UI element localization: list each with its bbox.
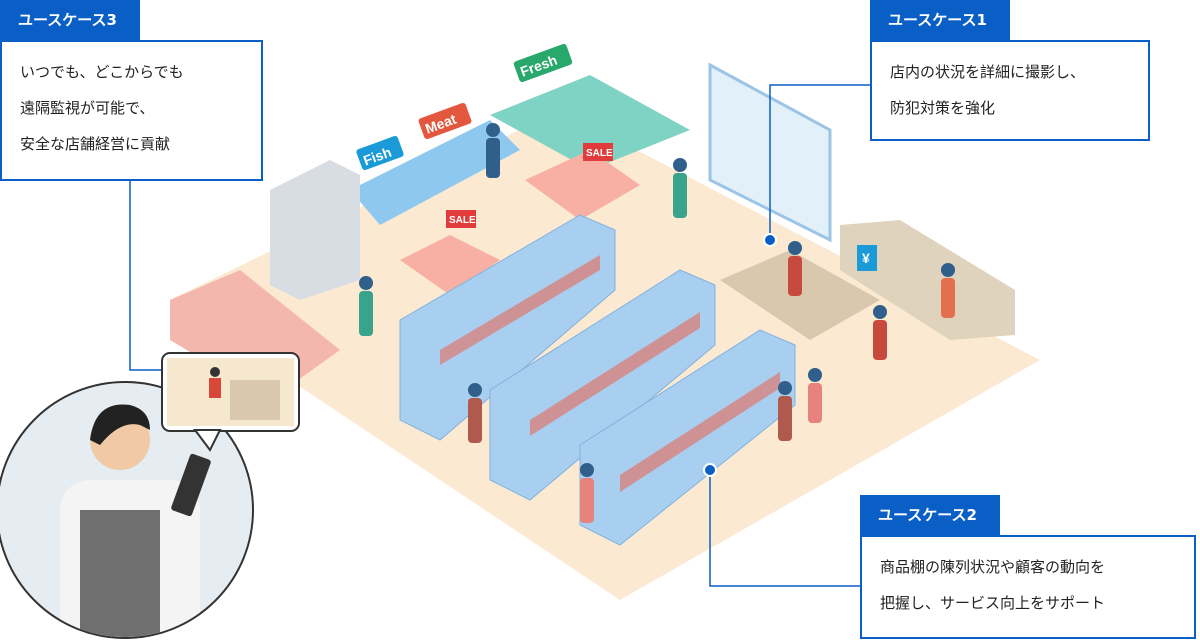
yen-sign: ¥ — [857, 245, 877, 271]
camera-point-1 — [763, 233, 777, 247]
use-case-1-tag: ユースケース1 — [870, 0, 1010, 40]
monitor-speech-bubble — [161, 352, 300, 452]
use-case-1-box: 店内の状況を詳細に撮影し、 防犯対策を強化 — [870, 40, 1150, 141]
use-case-2-line: 商品棚の陳列状況や顧客の動向を — [880, 558, 1106, 576]
svg-text:SALE: SALE — [449, 215, 476, 226]
sale-table — [525, 150, 640, 220]
checkout-counter — [840, 220, 1015, 340]
sale-sign-2: SALE — [446, 210, 476, 228]
svg-text:SALE: SALE — [586, 148, 613, 159]
camera-point-2 — [703, 463, 717, 477]
fresh-counter — [490, 75, 690, 170]
shelf-1 — [399, 214, 616, 441]
use-case-1-line: 防犯対策を強化 — [890, 99, 996, 117]
connector-lines — [129, 84, 870, 587]
use-case-3-line: 遠隔監視が可能で、 — [20, 99, 155, 117]
tablet-icon — [171, 453, 211, 517]
use-case-2-box: 商品棚の陳列状況や顧客の動向を 把握し、サービス向上をサポート — [860, 535, 1196, 639]
fish-sign: Fish — [356, 135, 404, 171]
use-case-3-line: 安全な店舗経営に貢献 — [20, 135, 171, 153]
sale-table-2 — [400, 235, 500, 295]
use-case-3-box: いつでも、どこからでも 遠隔監視が可能で、 安全な店舗経営に貢献 — [0, 40, 263, 181]
use-case-2-line: 把握し、サービス向上をサポート — [880, 594, 1106, 612]
svg-text:¥: ¥ — [862, 250, 870, 266]
remote-monitor-person — [0, 381, 254, 639]
use-case-2-tag: ユースケース2 — [860, 495, 1000, 535]
fresh-sign: Fresh — [513, 43, 573, 83]
use-case-3-tag: ユースケース3 — [0, 0, 140, 40]
fish-counter — [350, 120, 520, 225]
use-case-3-line: いつでも、どこからでも — [20, 63, 184, 81]
use-case-1-line: 店内の状況を詳細に撮影し、 — [890, 63, 1086, 81]
sale-sign: SALE — [583, 143, 613, 161]
refrigerator — [270, 160, 360, 300]
